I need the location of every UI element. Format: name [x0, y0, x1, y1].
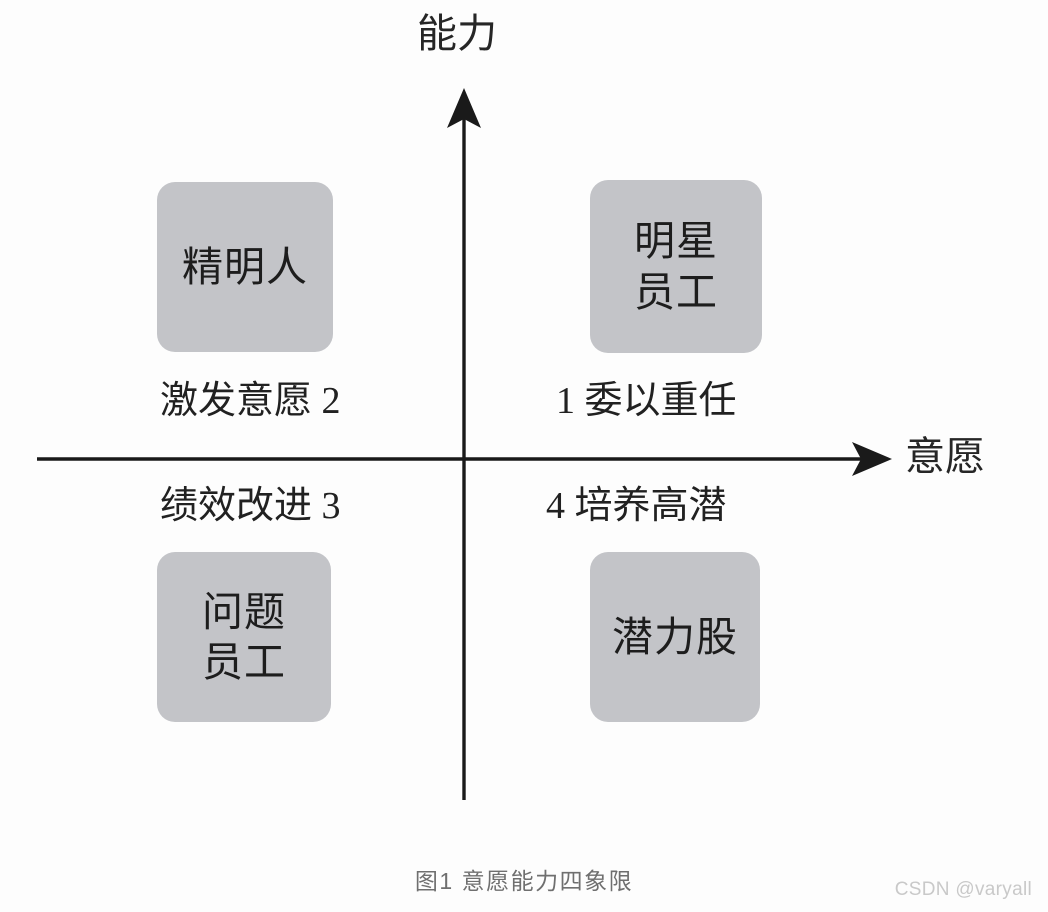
quadrant-action-label-3: 绩效改进 3 [160, 485, 341, 527]
persona-box-quadrant-3: 问题 员工 [157, 552, 331, 722]
quadrant-action-label-2: 激发意愿 2 [160, 380, 341, 422]
persona-label-potential-stock: 潜力股 [612, 613, 738, 660]
quadrant-action-label-4: 4 培养高潜 [546, 485, 727, 527]
persona-box-quadrant-1: 明星 员工 [590, 180, 762, 353]
watermark: CSDN @varyall [894, 879, 1032, 900]
persona-box-quadrant-2: 精明人 [157, 182, 333, 352]
quadrant-action-label-1: 1 委以重任 [556, 380, 737, 422]
figure-caption: 图1 意愿能力四象限 [414, 868, 634, 894]
persona-label-star-employee: 明星 员工 [634, 218, 718, 315]
x-axis-title: 意愿 [905, 434, 985, 479]
y-axis-arrowhead [447, 88, 481, 128]
x-axis-arrowhead [852, 442, 892, 476]
persona-label-shrewd-person: 精明人 [182, 243, 308, 290]
persona-box-quadrant-4: 潜力股 [590, 552, 760, 722]
y-axis-title: 能力 [417, 11, 497, 56]
persona-label-problem-employee: 问题 员工 [202, 588, 286, 685]
